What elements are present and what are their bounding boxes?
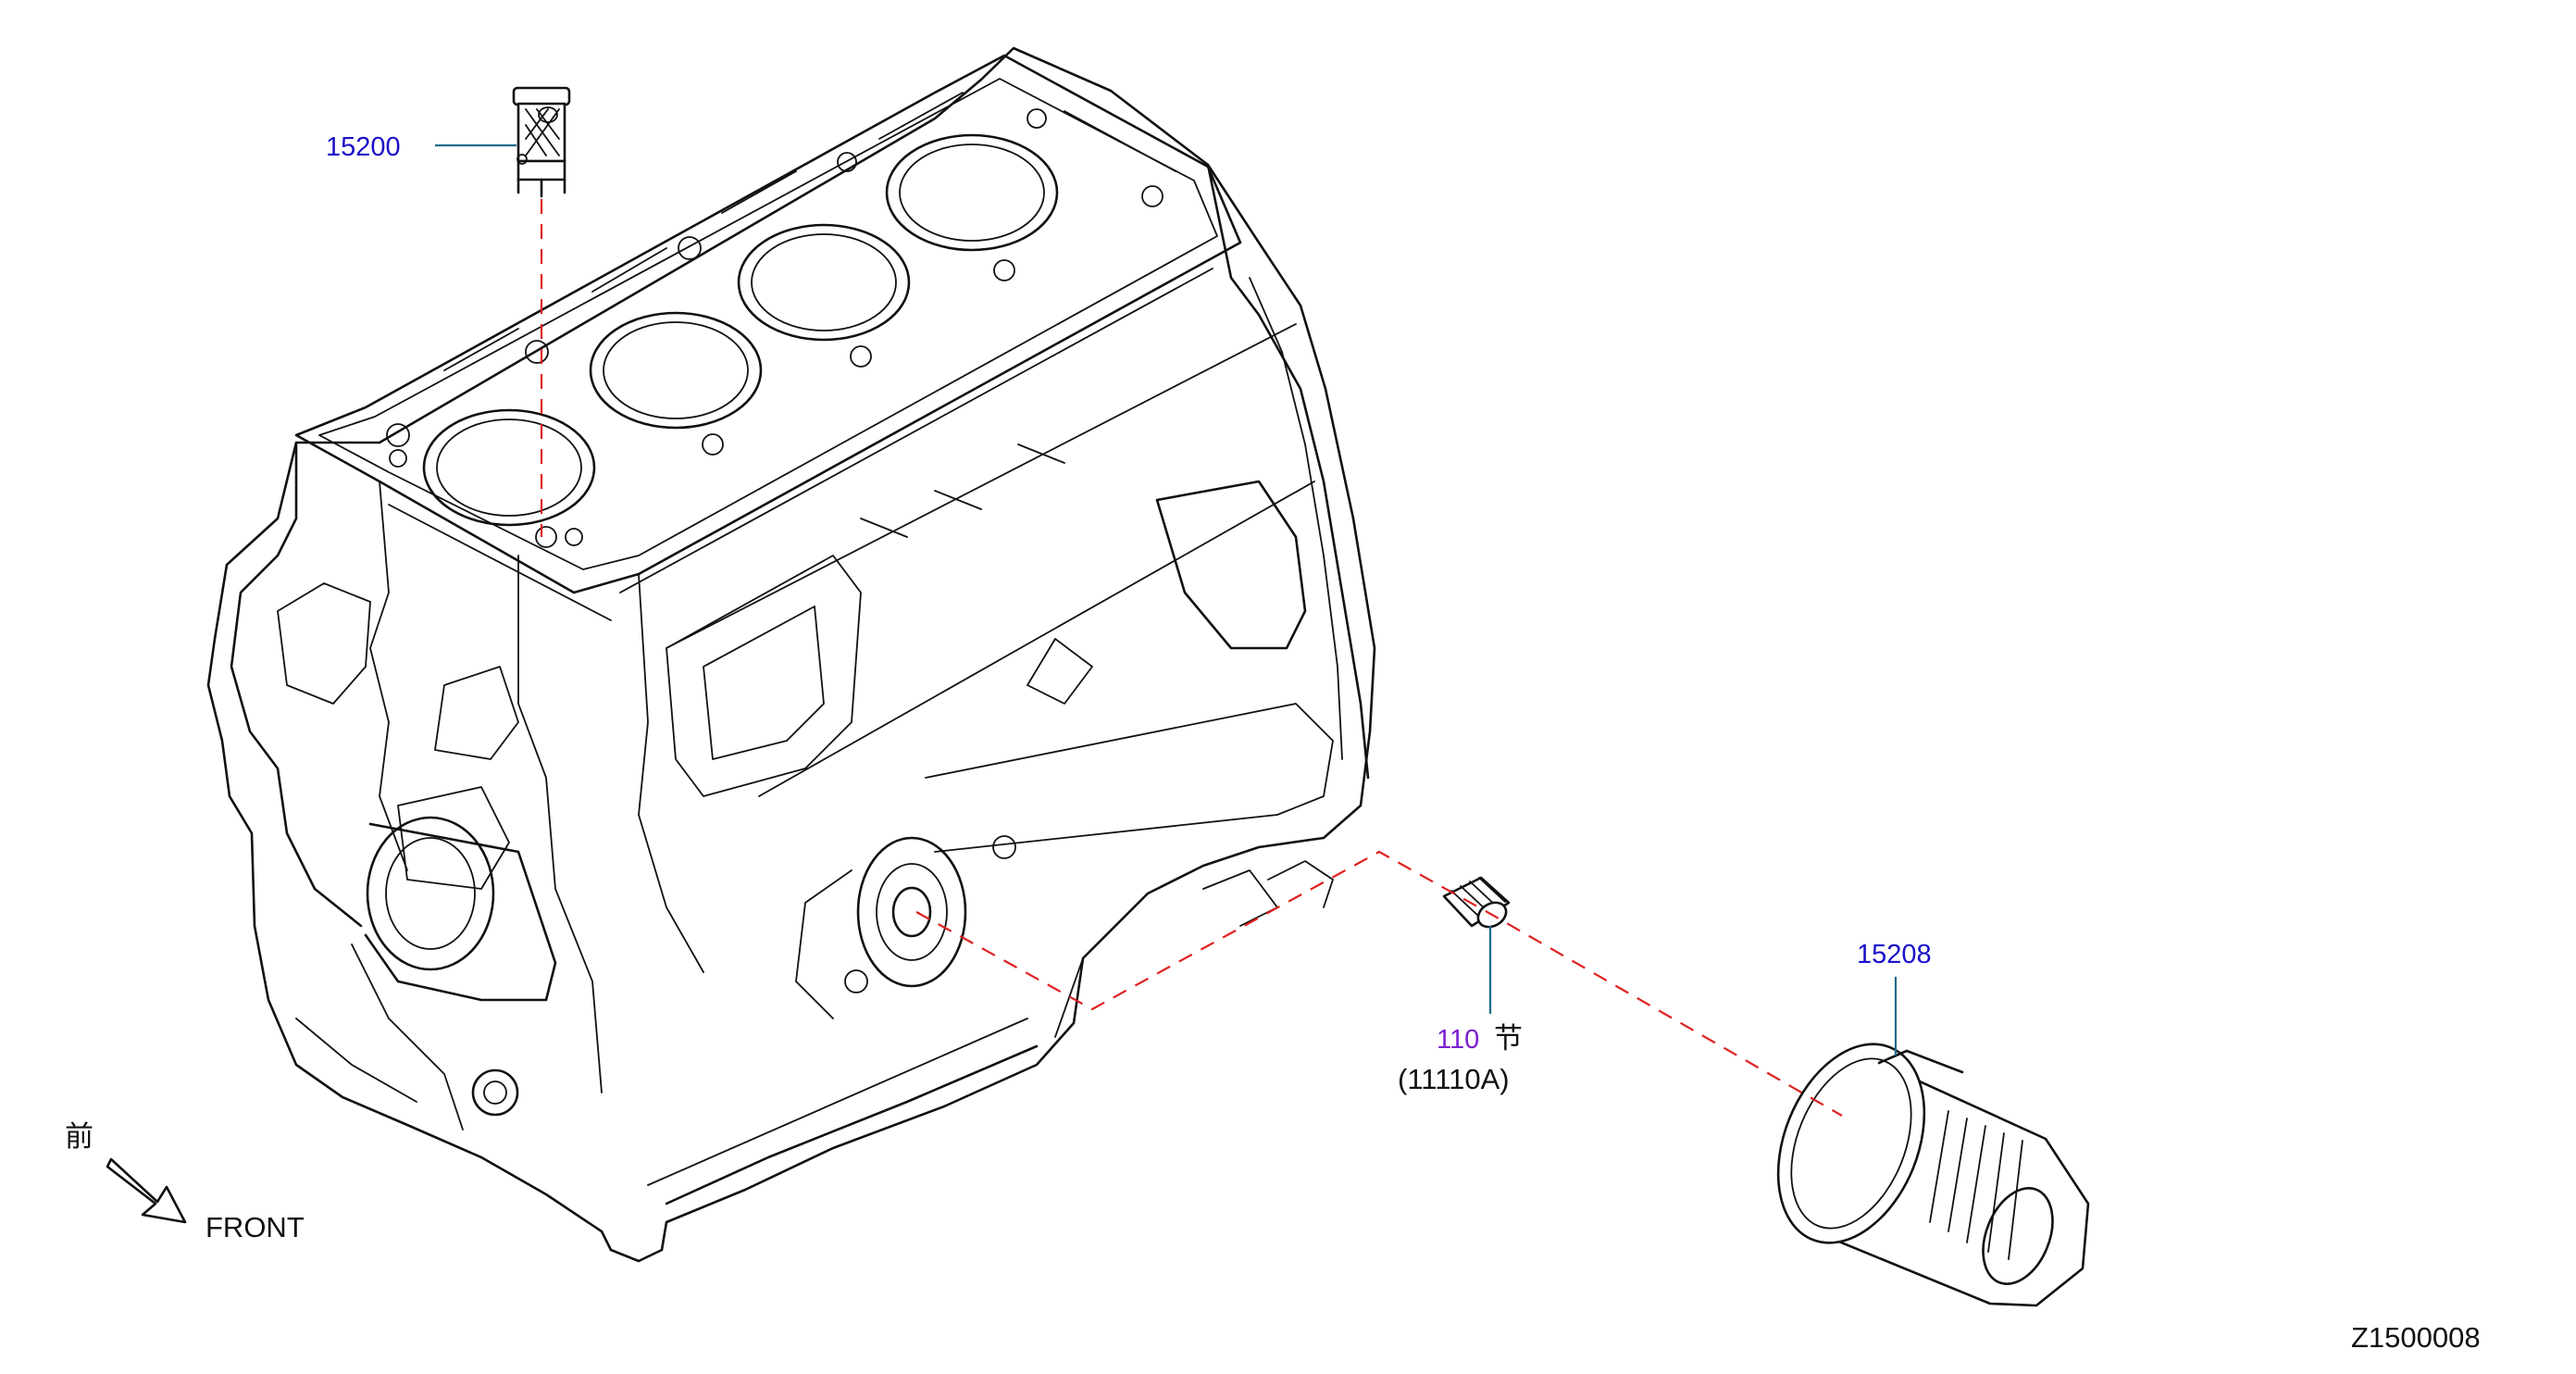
filter-guide-line (915, 850, 1843, 1117)
front-kanji: 前 (65, 1120, 93, 1153)
oil-filter-illustration (1776, 1043, 2090, 1307)
cylinder-block-illustration (206, 46, 1376, 1263)
callout-ref-11110A[interactable]: (11110A) (1398, 1063, 1510, 1095)
callout-section-110[interactable]: 110 (1437, 1025, 1479, 1055)
stud-illustration (1442, 876, 1511, 929)
front-arrow-icon (106, 1157, 187, 1224)
figure-id: Z1500008 (2351, 1321, 2481, 1354)
callout-15200[interactable]: 15200 (326, 132, 401, 162)
oil-strainer-illustration (512, 86, 571, 198)
callout-section-kanji: 节 (1494, 1022, 1523, 1055)
front-label: FRONT (205, 1211, 305, 1243)
front-marker: 前 FRONT (65, 1120, 305, 1243)
callout-15208[interactable]: 15208 (1857, 940, 1932, 969)
